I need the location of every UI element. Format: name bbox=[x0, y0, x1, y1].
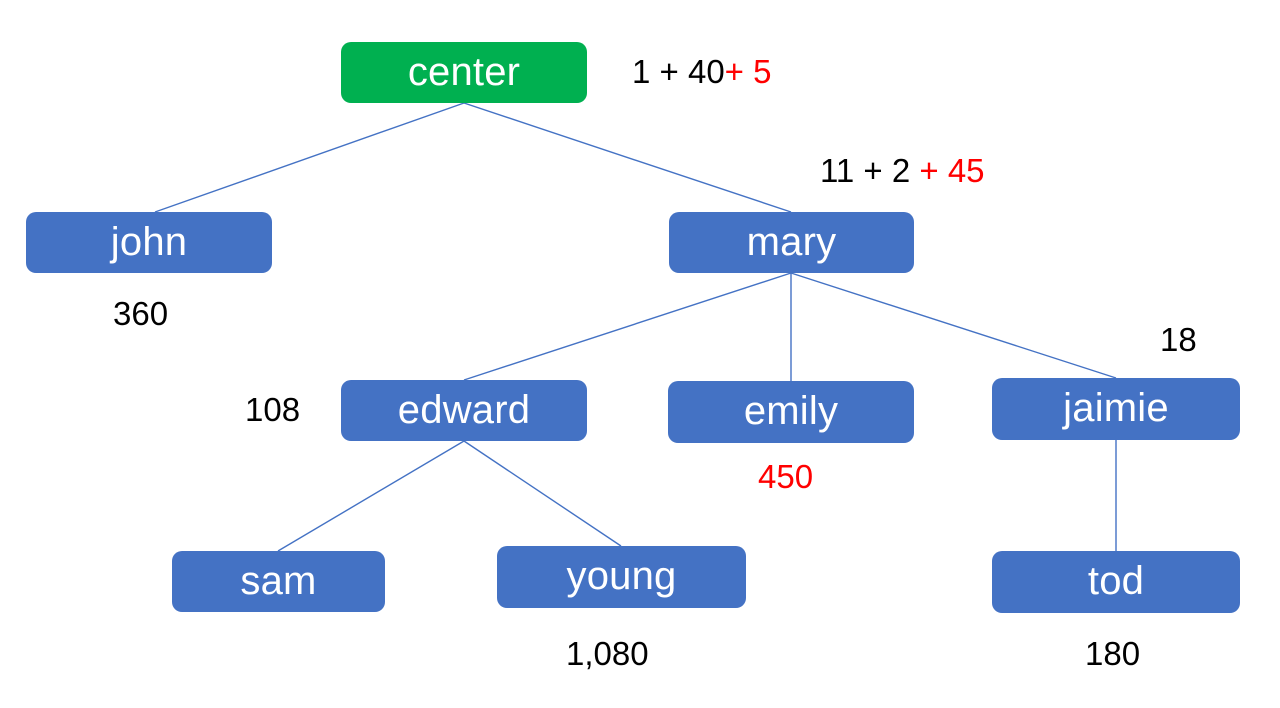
annotation-part-center-0: 1 + 40 bbox=[632, 53, 725, 90]
node-tod[interactable]: tod bbox=[992, 551, 1240, 613]
annotation-part-edward-0: 108 bbox=[245, 391, 301, 428]
node-label-young: young bbox=[566, 554, 677, 598]
edge-center-to-mary bbox=[463, 102, 792, 213]
annotation-part-mary-0: 11 + 2 bbox=[820, 152, 920, 189]
node-center[interactable]: center bbox=[341, 42, 587, 103]
node-jaimie[interactable]: jaimie bbox=[992, 378, 1240, 440]
node-young[interactable]: young bbox=[497, 546, 746, 608]
node-label-sam: sam bbox=[240, 558, 317, 603]
annotation-part-tod-0: 180 bbox=[1085, 635, 1141, 672]
annotation-young: 1,080 bbox=[566, 637, 649, 670]
node-sam[interactable]: sam bbox=[172, 551, 385, 612]
node-john[interactable]: john bbox=[26, 212, 272, 273]
annotation-john: 360 bbox=[113, 297, 168, 330]
edge-mary-to-edward bbox=[463, 272, 792, 381]
annotation-center: 1 + 40+ 5 bbox=[632, 55, 771, 88]
node-edward[interactable]: edward bbox=[341, 380, 587, 441]
annotation-part-emily-0: 450 bbox=[758, 458, 814, 495]
annotation-part-john-0: 360 bbox=[113, 295, 169, 332]
edge-edward-to-young bbox=[463, 440, 622, 547]
node-label-mary: mary bbox=[746, 219, 837, 264]
edge-center-to-john bbox=[154, 102, 465, 213]
edge-edward-to-sam bbox=[277, 440, 465, 552]
node-label-jaimie: jaimie bbox=[1063, 386, 1169, 430]
node-label-edward: edward bbox=[397, 387, 531, 432]
node-label-center: center bbox=[407, 49, 521, 94]
annotation-jaimie: 18 bbox=[1160, 323, 1197, 356]
annotation-part-mary-1: + 45 bbox=[919, 152, 985, 189]
annotation-part-jaimie-0: 18 bbox=[1160, 321, 1197, 358]
node-label-emily: emily bbox=[743, 389, 839, 433]
node-mary[interactable]: mary bbox=[669, 212, 914, 273]
annotation-emily: 450 bbox=[758, 460, 813, 493]
node-emily[interactable]: emily bbox=[668, 381, 914, 443]
annotation-edward: 108 bbox=[245, 393, 300, 426]
annotation-part-center-1: + 5 bbox=[724, 53, 772, 90]
edge-mary-to-jaimie bbox=[790, 272, 1117, 379]
node-label-tod: tod bbox=[1087, 559, 1145, 603]
annotation-part-young-0: 1,080 bbox=[566, 635, 649, 672]
annotation-mary: 11 + 2 + 45 bbox=[820, 154, 985, 187]
annotation-tod: 180 bbox=[1085, 637, 1140, 670]
node-label-john: john bbox=[110, 219, 188, 264]
